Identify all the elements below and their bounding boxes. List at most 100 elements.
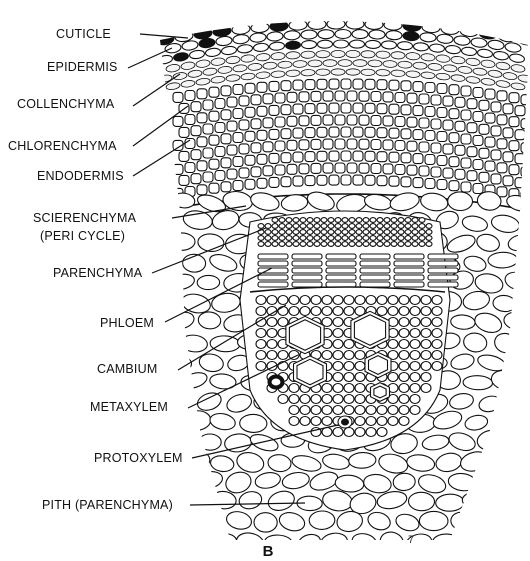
outer-cell <box>481 78 496 86</box>
ground-parenchyma-cell <box>182 410 211 432</box>
chlorenchyma-cell <box>431 119 441 129</box>
pericycle-cell <box>279 230 285 235</box>
pericycle-cell <box>419 218 425 223</box>
chlorenchyma-cell <box>233 133 243 143</box>
chlorenchyma-cell <box>377 152 387 162</box>
chlorenchyma-cell <box>425 179 435 189</box>
chlorenchyma-cell <box>269 105 279 115</box>
pericycle-cell <box>370 236 376 241</box>
outer-cell <box>493 51 509 61</box>
pericycle-cell <box>412 236 418 241</box>
xylem-parenchyma-cell <box>300 406 310 415</box>
xylem-parenchyma-cell <box>333 395 343 404</box>
phloem-cell <box>428 261 458 266</box>
outer-cell <box>466 57 481 66</box>
pericycle-cell <box>398 218 404 223</box>
outer-cell <box>368 60 382 67</box>
outer-cell <box>511 82 526 91</box>
chlorenchyma-cell <box>413 106 423 116</box>
ground-parenchyma-cell <box>238 490 264 511</box>
chlorenchyma-cell <box>197 161 207 171</box>
chlorenchyma-cell <box>461 134 471 144</box>
chlorenchyma-cell <box>473 136 483 146</box>
pericycle-cell <box>356 230 362 235</box>
chlorenchyma-cell <box>455 121 465 131</box>
xylem-parenchyma-cell <box>333 318 343 327</box>
outer-cell <box>233 64 248 72</box>
chlorenchyma-cell <box>209 111 219 121</box>
chlorenchyma-cell <box>359 115 369 125</box>
chlorenchyma-cell <box>443 96 453 106</box>
outer-cell <box>461 47 477 57</box>
xylem-parenchyma-cell <box>421 362 431 371</box>
chlorenchyma-cell <box>341 175 351 185</box>
chlorenchyma-cell <box>341 103 351 113</box>
chlorenchyma-cell <box>401 177 411 187</box>
outer-cell <box>263 62 277 70</box>
chlorenchyma-cell <box>503 104 513 114</box>
pericycle-cell <box>286 230 292 235</box>
xylem-parenchyma-cell <box>432 340 442 349</box>
outer-cell <box>286 70 300 77</box>
outer-cell <box>189 49 205 59</box>
ground-parenchyma-cell <box>392 472 416 491</box>
chlorenchyma-cell <box>455 169 465 179</box>
vascular-bundle <box>240 211 458 450</box>
phloem-cell <box>292 282 322 287</box>
chlorenchyma-cell <box>203 148 213 158</box>
chlorenchyma-cell <box>293 104 303 114</box>
chlorenchyma-cell <box>395 93 405 103</box>
pericycle-cell <box>293 236 299 241</box>
outer-cell <box>203 67 218 76</box>
xylem-parenchyma-cell <box>410 384 420 393</box>
chlorenchyma-cell <box>431 143 441 153</box>
ground-parenchyma-cell <box>476 428 507 452</box>
ground-parenchyma-cell <box>434 451 463 474</box>
ground-parenchyma-cell <box>366 509 393 532</box>
outer-cell <box>331 50 345 57</box>
pericycle-cell <box>370 224 376 229</box>
pericycle-cell <box>300 218 306 223</box>
ground-parenchyma-cell <box>198 311 222 330</box>
pericycle-cell <box>321 218 327 223</box>
chlorenchyma-cell <box>299 164 309 174</box>
chlorenchyma-cell <box>281 153 291 163</box>
xylem-parenchyma-cell <box>256 340 266 349</box>
outer-cell <box>420 32 437 42</box>
chlorenchyma-cell <box>281 129 291 139</box>
chlorenchyma-cell <box>437 180 447 190</box>
ground-parenchyma-cell <box>281 470 311 490</box>
outer-cell <box>173 52 189 62</box>
outer-cell <box>333 40 348 48</box>
outer-cell <box>504 42 521 53</box>
ground-parenchyma-cell <box>335 474 365 493</box>
protoxylem-lumen <box>342 419 349 425</box>
phloem-cell <box>394 268 424 273</box>
ground-parenchyma-cell <box>449 352 475 372</box>
chlorenchyma-cell <box>197 185 207 195</box>
pericycle-cell <box>286 218 292 223</box>
xylem-parenchyma-cell <box>432 351 442 360</box>
ground-parenchyma-cell <box>464 413 489 432</box>
xylem-parenchyma-cell <box>421 340 431 349</box>
pericycle-cell <box>293 230 299 235</box>
chlorenchyma-cell <box>401 129 411 139</box>
pericycle-cell <box>307 218 313 223</box>
ground-parenchyma-cell <box>492 294 516 312</box>
ground-parenchyma-cell <box>249 190 281 214</box>
xylem-parenchyma-cell <box>355 296 365 305</box>
ground-parenchyma-cell <box>458 449 491 474</box>
xylem-parenchyma-cell <box>278 351 288 360</box>
chlorenchyma-cell <box>197 89 207 99</box>
outer-cell <box>422 22 441 33</box>
chlorenchyma-cell <box>293 128 303 138</box>
pericycle-cell <box>314 218 320 223</box>
chlorenchyma-cell <box>365 151 375 161</box>
pericycle-cell <box>363 224 369 229</box>
chlorenchyma-cell <box>203 124 213 134</box>
phloem-cell <box>394 282 424 287</box>
chlorenchyma-cell <box>371 92 381 102</box>
xylem-parenchyma-cell <box>399 307 409 316</box>
xylem-parenchyma-cell <box>333 428 343 437</box>
chlorenchyma-cell <box>215 147 225 157</box>
